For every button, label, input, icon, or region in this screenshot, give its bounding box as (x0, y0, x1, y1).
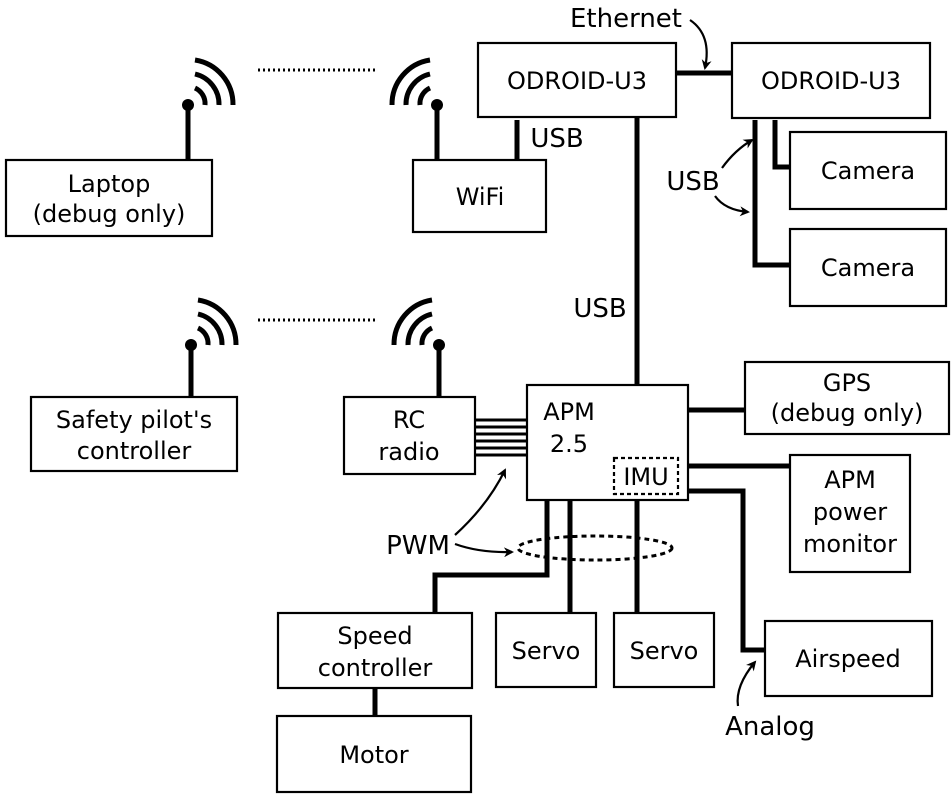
usb-camera-2-arrow (714, 195, 750, 217)
safety-controller-box: Safety pilot's controller (29, 395, 239, 473)
laptop-antenna-icon (182, 57, 236, 160)
analog-label: Analog (725, 712, 815, 742)
usb-odroid-camera-1 (772, 120, 790, 170)
odroid-main-label: ODROID-U3 (507, 67, 647, 95)
apm-label-line-1: APM (543, 398, 595, 426)
pwm-label: PWM (386, 531, 450, 561)
usb-wifi-label: USB (530, 124, 583, 154)
pwm-radio-arrow (454, 468, 507, 536)
rc-radio-label-line-2: radio (378, 438, 439, 466)
usb-camera-1-arrow (721, 138, 754, 169)
camera-2-label: Camera (821, 254, 915, 282)
ethernet-arrow (689, 19, 712, 70)
imu-label: IMU (623, 463, 668, 491)
pwm-speed-controller-link (432, 500, 550, 613)
usb-cameras-label: USB (666, 167, 719, 197)
apm-power-monitor-box: APM power monitor (788, 453, 912, 574)
odroid-secondary-box: ODROID-U3 (730, 41, 932, 120)
apm-power-label-line-3: monitor (803, 530, 897, 558)
usb-odroid-camera-2 (752, 120, 790, 268)
gps-label-line-2: (debug only) (771, 399, 924, 427)
odroid-secondary-label: ODROID-U3 (761, 67, 901, 95)
servo-1-label: Servo (512, 637, 581, 665)
gps-box: GPS (debug only) (743, 360, 951, 436)
airspeed-label: Airspeed (795, 645, 900, 673)
apm-power-label-line-2: power (813, 498, 887, 526)
pwm-bundle-arrow (454, 542, 514, 558)
apm-power-label-line-1: APM (824, 466, 876, 494)
camera-2-box: Camera (788, 227, 948, 308)
laptop-box: Laptop (debug only) (4, 158, 214, 238)
pwm-bus (476, 418, 527, 457)
gps-label-line-1: GPS (823, 369, 871, 397)
motor-label: Motor (339, 741, 408, 769)
rc-radio-label-line-1: RC (393, 406, 425, 434)
motor-box: Motor (275, 714, 473, 794)
imu-box: IMU (612, 456, 680, 496)
servo-1-box: Servo (494, 611, 598, 689)
camera-1-label: Camera (821, 157, 915, 185)
pwm-bundle-ellipse (516, 534, 674, 562)
speed-controller-label-line-1: Speed (337, 622, 412, 650)
laptop-label-line-1: Laptop (68, 170, 151, 198)
airspeed-analog-link (688, 488, 768, 653)
rc-radio-antenna-icon (391, 297, 445, 397)
ethernet-label: Ethernet (570, 4, 682, 34)
laptop-label-line-2: (debug only) (33, 200, 186, 228)
wifi-box: WiFi (411, 158, 548, 234)
servo-2-box: Servo (612, 611, 716, 689)
speed-controller-label-line-2: controller (318, 654, 433, 682)
odroid-main-box: ODROID-U3 (476, 41, 678, 119)
safety-controller-label-line-2: controller (77, 437, 192, 465)
apm-label-line-2: 2.5 (550, 430, 588, 458)
rc-radio-box: RC radio (342, 395, 477, 476)
camera-1-box: Camera (788, 130, 948, 211)
usb-apm-label: USB (573, 294, 626, 324)
wifi-label: WiFi (456, 183, 505, 211)
analog-arrow (736, 660, 757, 707)
safety-controller-antenna-icon (185, 297, 239, 397)
airspeed-box: Airspeed (763, 619, 934, 698)
speed-controller-box: Speed controller (276, 611, 474, 690)
safety-controller-label-line-1: Safety pilot's (56, 406, 212, 434)
servo-2-label: Servo (630, 637, 699, 665)
wifi-antenna-icon (389, 57, 443, 160)
